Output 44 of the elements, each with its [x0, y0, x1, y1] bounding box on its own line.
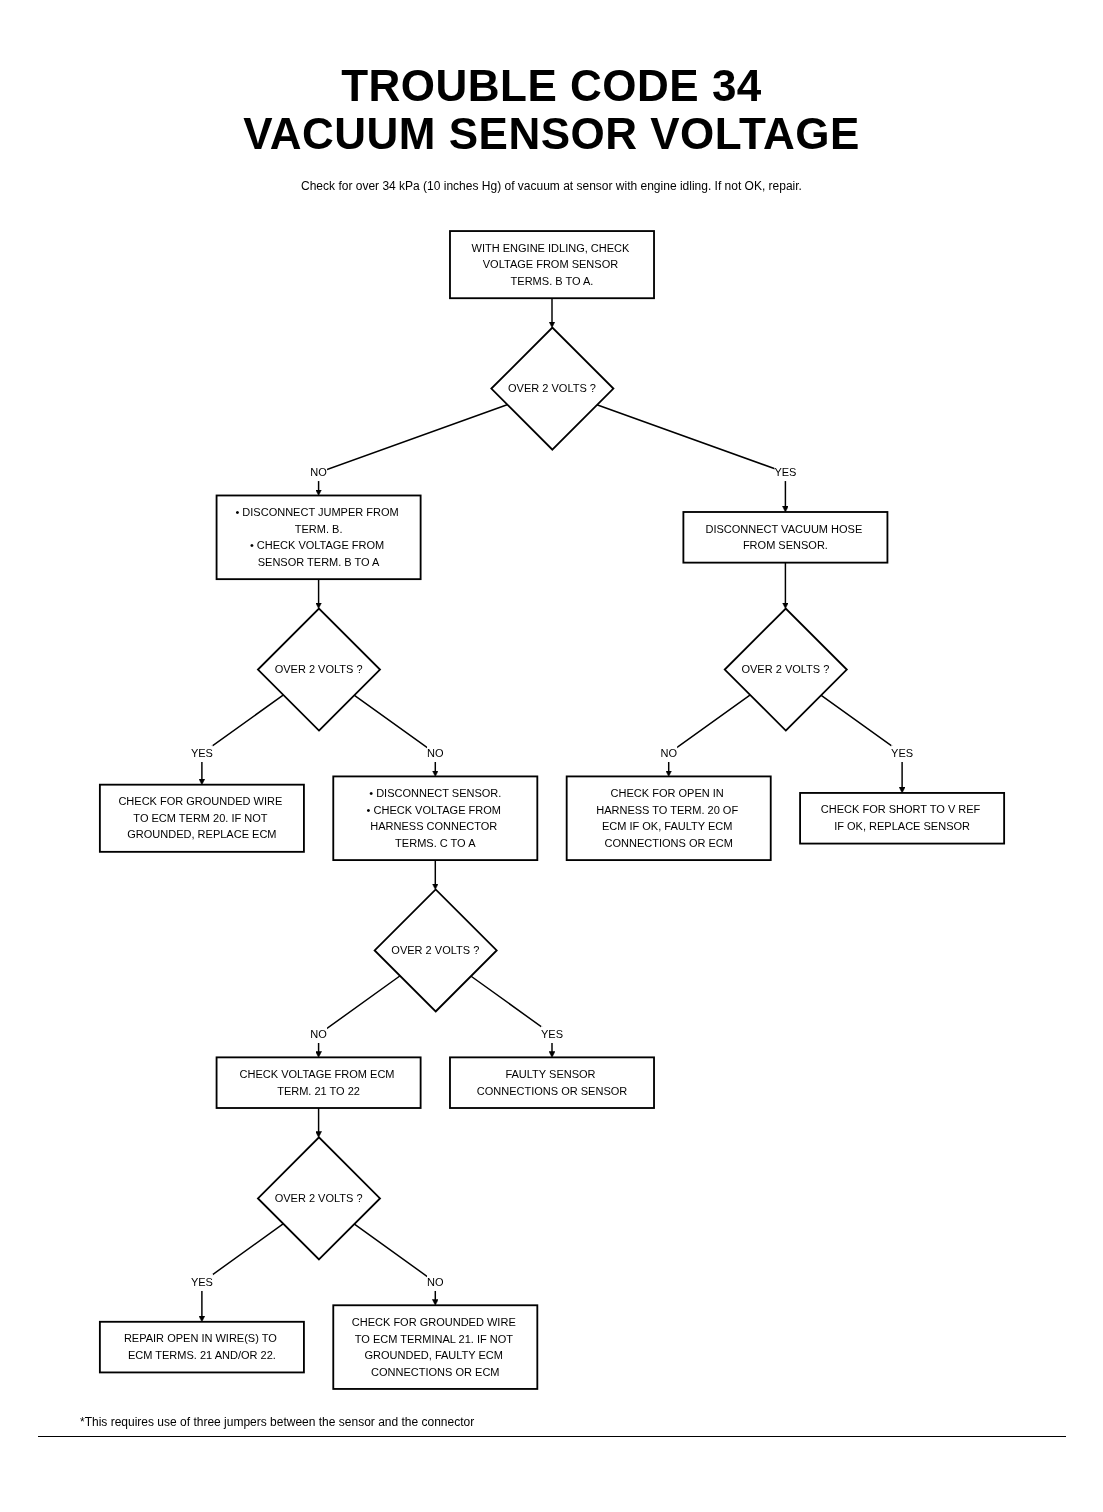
process-box: FAULTY SENSOR CONNECTIONS OR SENSOR [448, 1056, 655, 1109]
edge-label: NO [426, 1275, 444, 1289]
footnote: *This requires use of three jumpers between the sensor and the connector [80, 1415, 475, 1429]
arrow [314, 578, 322, 609]
decision-diamond: OVER 2 VOLTS ? [722, 607, 848, 732]
arrow [819, 694, 905, 794]
subtitle-note: Check for over 34 kPa (10 inches Hg) of vacuum at sensor with engine idling. If not OK, repair. [301, 179, 802, 194]
edge-label: YES [540, 1027, 563, 1041]
arrow [548, 297, 555, 328]
process-box: CHECK FOR SHORT TO V REF IF OK, REPLACE SENSOR [798, 792, 1005, 845]
arrow [664, 694, 751, 777]
arrow [198, 1223, 284, 1323]
process-box: REPAIR OPEN IN WIRE(S) TO ECM TERMS. 21 AND/OR 22. [98, 1320, 305, 1374]
edge-label: NO [309, 465, 327, 479]
arrow [352, 1223, 439, 1306]
decision-diamond: OVER 2 VOLTS ? [489, 326, 615, 451]
decision-diamond: OVER 2 VOLTS ? [256, 1136, 381, 1261]
process-box: • DISCONNECT SENSOR. • CHECK VOLTAGE FROM HARNESS CONNECTOR TERMS. C TO A [331, 775, 538, 861]
process-box: CHECK VOLTAGE FROM ECM TERM. 21 TO 22 [215, 1056, 422, 1109]
process-box: CHECK FOR GROUNDED WIRE TO ECM TERMINAL 21. IF NOT GROUNDED, FAULTY ECM CONNECTIONS OR ECM [331, 1304, 538, 1390]
edge-label: NO [309, 1027, 327, 1041]
arrow [431, 859, 439, 890]
edge-label: YES [773, 465, 796, 479]
arrow [314, 975, 401, 1058]
edge-label: YES [190, 1275, 213, 1289]
decision-diamond: OVER 2 VOLTS ? [372, 888, 498, 1013]
arrow [781, 561, 789, 609]
process-box: CHECK FOR OPEN IN HARNESS TO TERM. 20 OF ECM IF OK, FAULTY ECM CONNECTIONS OR ECM [565, 775, 772, 861]
process-box: • DISCONNECT JUMPER FROM TERM. B. • CHECK VOLTAGE FROM SENSOR TERM. B TO A [215, 494, 422, 581]
process-box: CHECK FOR GROUNDED WIRE TO ECM TERM 20. IF NOT GROUNDED, REPLACE ECM [98, 783, 305, 853]
edge-label: YES [890, 746, 913, 760]
arrow [314, 1107, 322, 1138]
arrow [595, 404, 789, 513]
process-box: DISCONNECT VACUUM HOSE FROM SENSOR. [681, 511, 888, 564]
arrow [469, 975, 555, 1058]
edge-label: YES [190, 746, 213, 760]
edge-label: NO [659, 746, 677, 760]
title: TROUBLE CODE 34 VACUUM SENSOR VOLTAGE [242, 62, 861, 158]
arrow [352, 694, 439, 777]
arrow [314, 404, 508, 496]
decision-diamond: OVER 2 VOLTS ? [256, 607, 381, 732]
arrow [198, 694, 284, 785]
edge-label: NO [426, 746, 444, 760]
process-box: WITH ENGINE IDLING, CHECK VOLTAGE FROM SENSOR TERMS. B TO A. [448, 230, 655, 300]
